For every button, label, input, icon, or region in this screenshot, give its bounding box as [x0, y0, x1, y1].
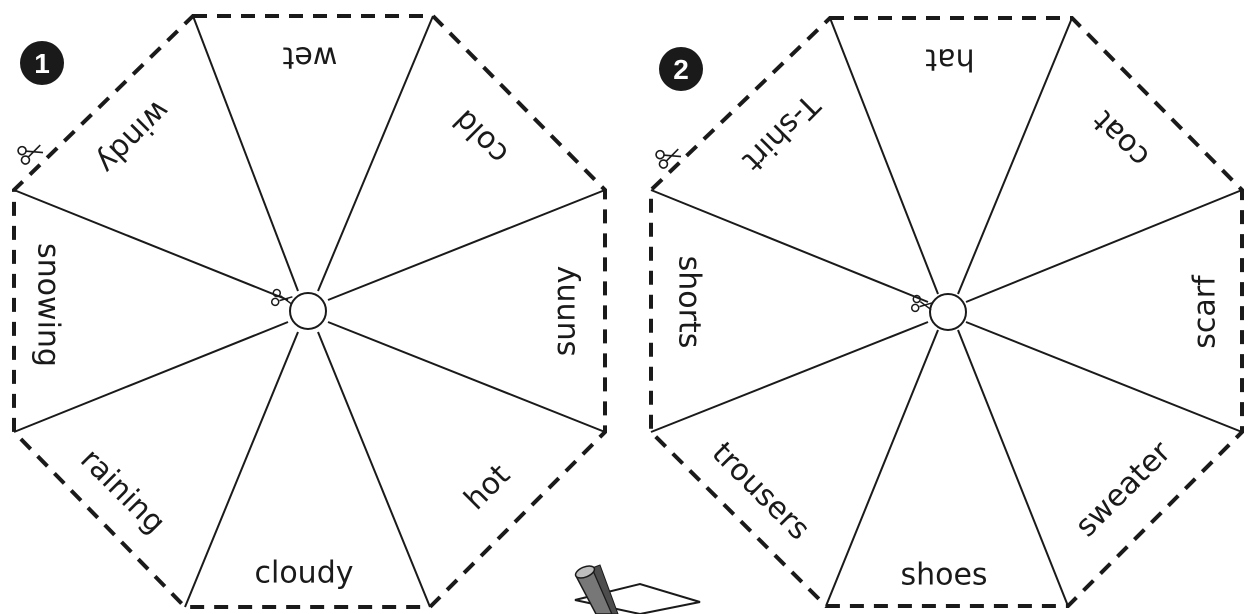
spinner-2-word-right: scarf — [1188, 274, 1223, 349]
scissors-icon — [655, 148, 682, 169]
scissors-icon — [17, 144, 44, 165]
spinner-2-word-top-right: coat — [1086, 103, 1157, 174]
spinner-2-word-bottom-left: trousers — [705, 435, 817, 547]
spinner-1: 1 wet cold sunny hot cloudy raining snow… — [12, 14, 607, 609]
spinner-1-word-bottom: cloudy — [255, 556, 354, 591]
spinner-1-outline — [12, 14, 607, 609]
spinner-2-word-bottom-right: sweater — [1069, 434, 1179, 544]
scissors-icon — [910, 294, 933, 313]
spinner-1-word-bottom-left: raining — [73, 442, 172, 541]
spinner-2-center-hole — [929, 293, 967, 331]
spinner-1-spokes — [13, 15, 606, 608]
spinner-1-word-right: sunny — [548, 266, 583, 356]
spinner-2-word-top-left: T-shirt — [735, 87, 827, 179]
spinner-1-number-badge — [20, 41, 64, 85]
scissors-icon — [270, 288, 293, 307]
spinner-2-word-bottom: shoes — [900, 558, 987, 593]
spinner-2: 2 hat coat scarf sweater shoes trousers … — [649, 16, 1244, 608]
pencil-spinner-icon — [574, 564, 701, 614]
spinner-2-word-top: hat — [925, 42, 974, 77]
spinner-1-word-top: wet — [282, 40, 337, 75]
spinner-2-number-badge — [659, 47, 703, 91]
spinner-2-spokes — [650, 17, 1243, 607]
spinner-1-center-hole — [289, 292, 327, 330]
spinner-1-word-bottom-right: hot — [458, 457, 518, 517]
spinner-2-number: 2 — [673, 54, 689, 85]
spinner-1-word-left: snowing — [31, 243, 66, 367]
spinner-1-word-top-right: cold — [447, 102, 516, 171]
spinner-2-word-left: shorts — [672, 256, 707, 349]
spinner-1-number: 1 — [34, 48, 50, 79]
